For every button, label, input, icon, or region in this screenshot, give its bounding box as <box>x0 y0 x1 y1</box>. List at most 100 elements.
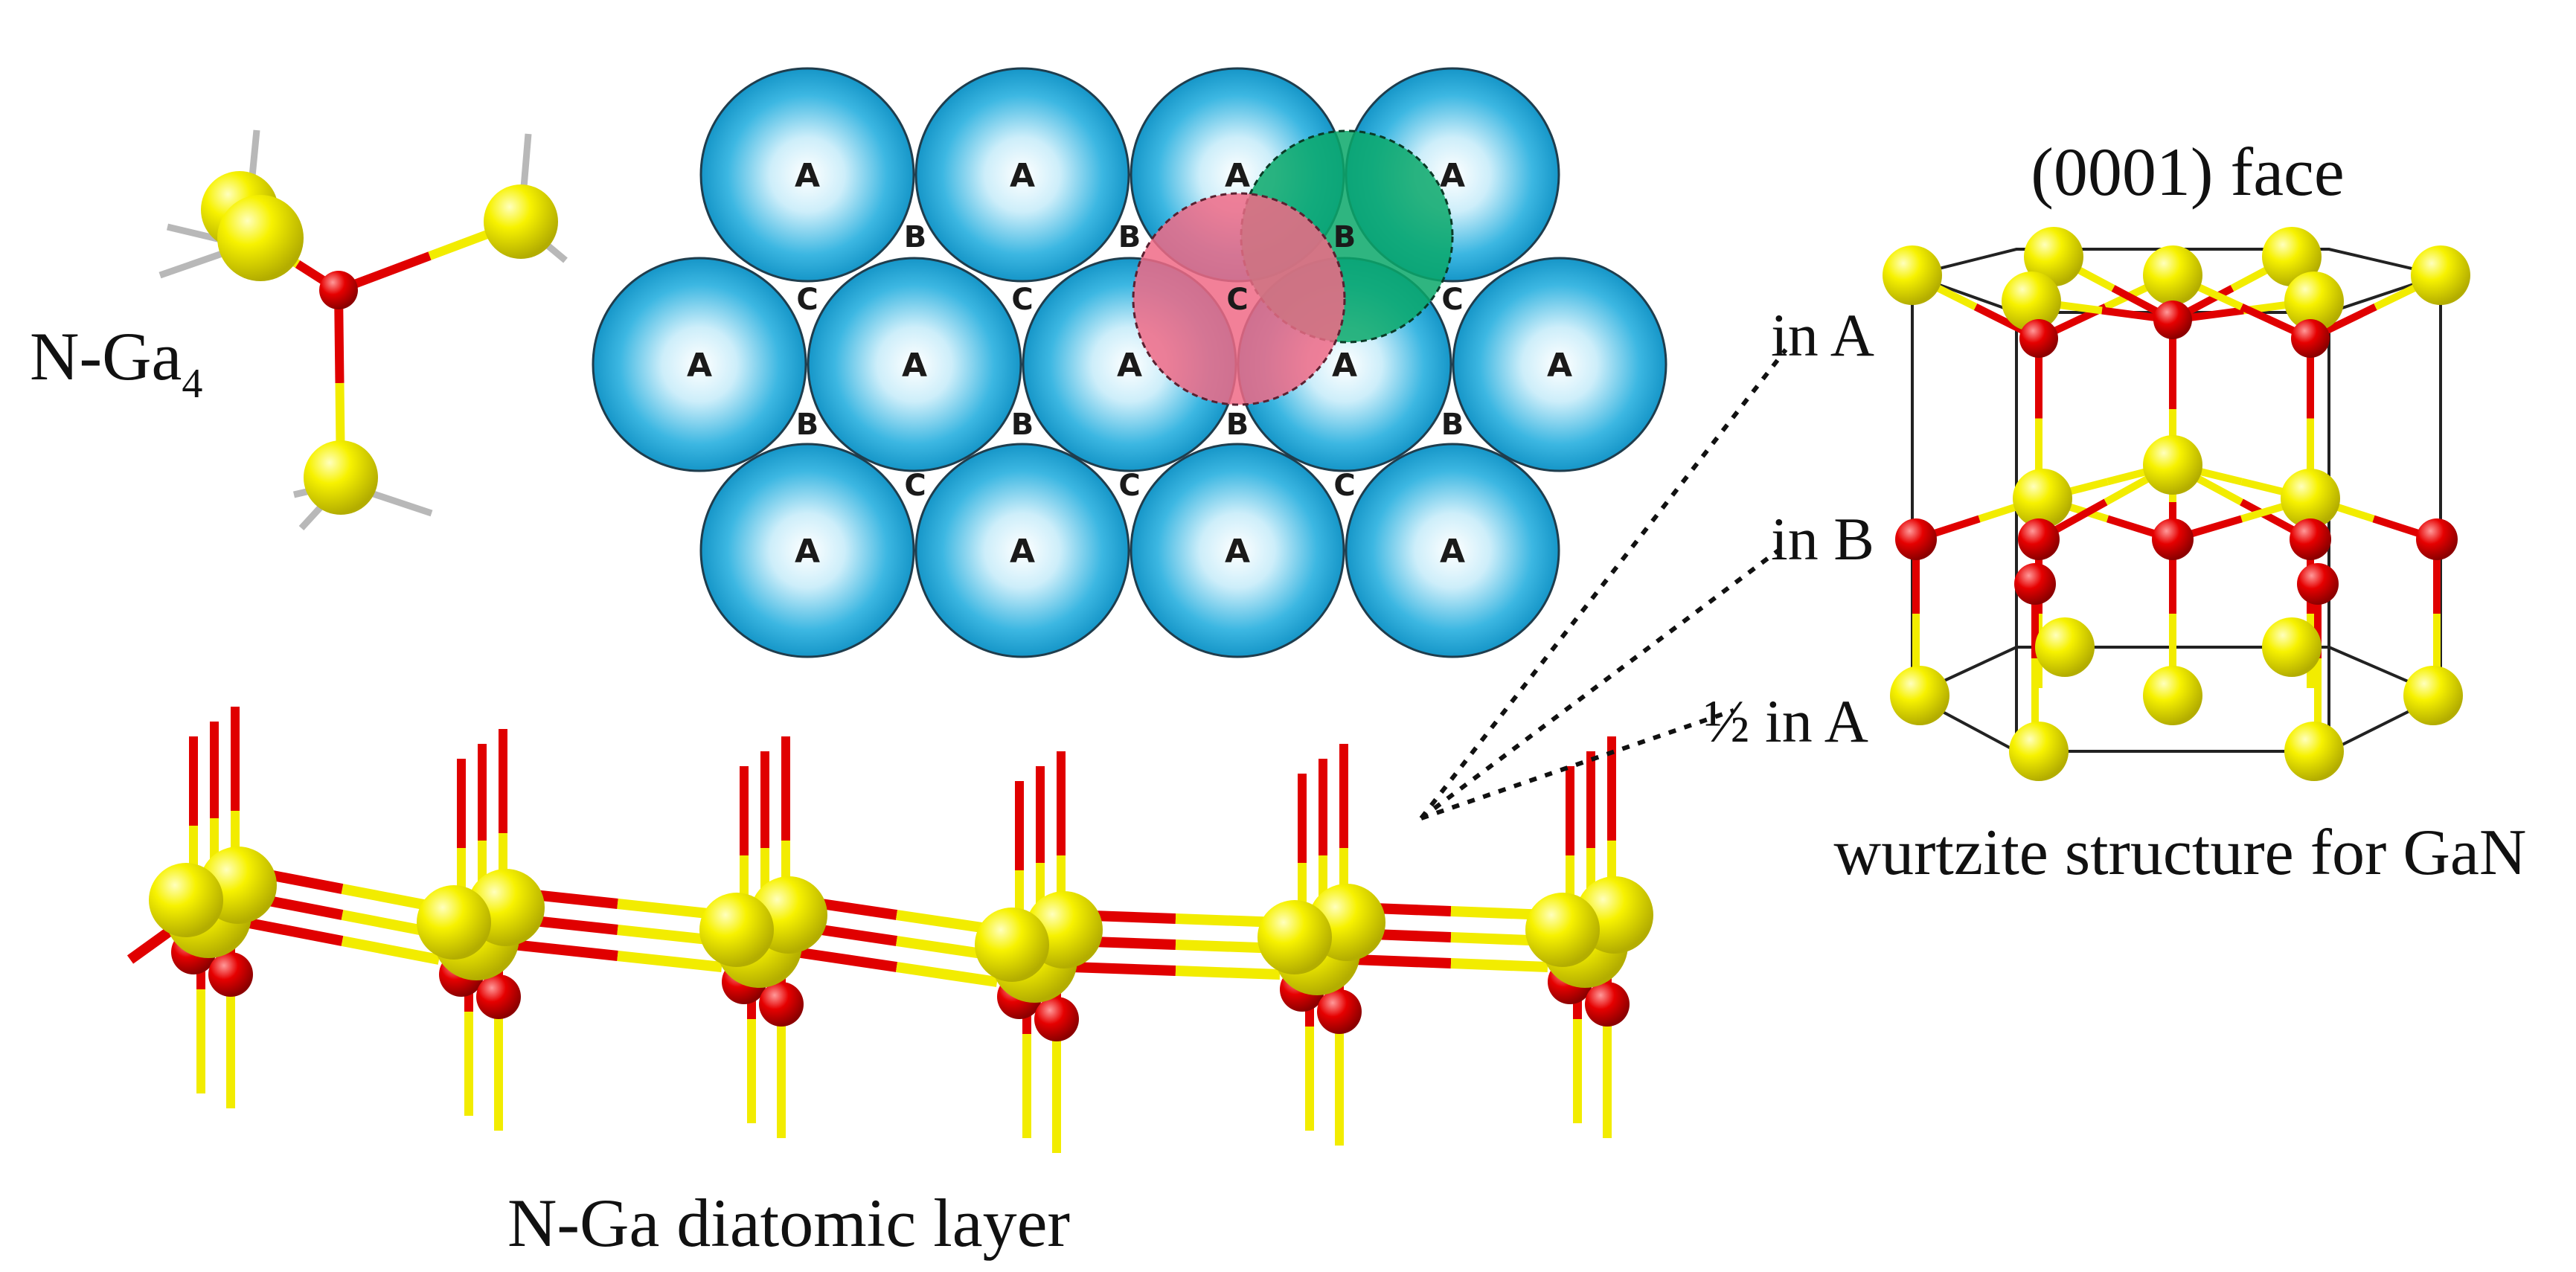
ga-atom <box>2411 245 2470 305</box>
n-atom <box>759 982 804 1027</box>
n-atom <box>1895 518 1937 560</box>
sphere-a-label: A <box>1440 157 1465 195</box>
sphere-a <box>1130 443 1345 658</box>
sphere-a-label: A <box>1547 347 1572 385</box>
sphere-a-label: A <box>1010 533 1035 571</box>
layer-bond <box>1175 966 1281 980</box>
sphere-a-label: A <box>795 157 820 195</box>
ga-atom <box>2403 666 2463 725</box>
in-a-label: in A <box>1771 301 1874 369</box>
ga-atom <box>2143 245 2202 305</box>
sphere-a-label: A <box>902 347 927 385</box>
ga-atom <box>417 885 491 960</box>
ga-atom <box>1883 245 1942 305</box>
ga-atom <box>2284 722 2344 781</box>
sphere-a <box>914 443 1130 658</box>
n-atom <box>2297 563 2339 605</box>
ga-atom <box>2281 469 2340 528</box>
layer-bond <box>617 951 723 972</box>
site-b-label: B <box>1118 220 1141 254</box>
n-atom <box>2291 319 2330 358</box>
ga-atom <box>1890 666 1949 725</box>
site-b-label: B <box>796 408 819 442</box>
ga-atom <box>2002 272 2061 331</box>
layer-bond <box>895 962 999 987</box>
leader-line-in-a <box>1419 348 1788 820</box>
site-b-label: B <box>1226 408 1249 442</box>
sphere-a-label: A <box>1440 533 1465 571</box>
site-c-label: C <box>1118 469 1140 503</box>
sphere-a <box>1452 257 1667 472</box>
n-ga4-tetrahedron <box>158 129 568 531</box>
n-atom <box>2014 563 2056 605</box>
site-b-label: B <box>1441 408 1464 442</box>
n-atom <box>319 271 358 309</box>
sphere-a-label: A <box>1225 533 1250 571</box>
structure-label: wurtzite structure for GaN <box>1834 817 2527 889</box>
ga-atom <box>304 440 378 515</box>
n-atom <box>208 952 253 997</box>
ga-atom <box>2009 722 2069 781</box>
sphere-a-label: A <box>687 347 712 385</box>
n-atom <box>1034 997 1079 1041</box>
layer-bond <box>1450 958 1548 972</box>
n-atom <box>2019 319 2058 358</box>
site-c-label: C <box>1333 469 1355 503</box>
site-c-label: C <box>1011 283 1033 317</box>
ga-n-diatomic-layer <box>126 707 1653 1153</box>
leader-line-half-in-a <box>1420 708 1734 820</box>
layer-bond <box>341 936 440 965</box>
face-label: (0001) face <box>2031 134 2344 210</box>
n-atom <box>2152 518 2194 560</box>
n-atom <box>1317 989 1362 1034</box>
layer-bond <box>513 939 618 961</box>
ga-atom <box>217 195 304 281</box>
n-atom <box>2153 301 2192 339</box>
ga-atom <box>484 184 558 259</box>
ga-atom <box>2013 469 2072 528</box>
layer-bond <box>1071 962 1176 976</box>
layer-bond <box>1353 954 1452 969</box>
sphere-a <box>592 257 807 472</box>
ga-atom <box>2262 227 2322 286</box>
sphere-a <box>699 443 915 658</box>
ga-atom <box>2143 435 2202 495</box>
layer-label: N-Ga diatomic layer <box>507 1185 1070 1261</box>
ga-atom <box>2262 617 2322 677</box>
sphere-a <box>914 67 1130 283</box>
leader-lines <box>1419 348 1788 820</box>
sphere-a-label: A <box>1117 347 1142 385</box>
ga-atom <box>2035 617 2095 677</box>
sphere-a-label: A <box>1010 157 1035 195</box>
site-c-label: C <box>1226 283 1248 317</box>
site-c-label: C <box>796 283 818 317</box>
site-b-label: B <box>904 220 927 254</box>
ga-atom <box>2024 227 2083 286</box>
ga-atom <box>1257 900 1332 974</box>
ga-atom <box>699 893 774 967</box>
layer-bond <box>244 917 344 946</box>
sphere-a-label: A <box>1332 347 1357 385</box>
sphere-a <box>1345 443 1560 658</box>
ga-atom <box>2143 666 2202 725</box>
ga-atom <box>1525 893 1600 967</box>
ga-atom <box>2284 272 2344 331</box>
sphere-a-label: A <box>795 533 820 571</box>
site-b-label: B <box>1333 220 1356 254</box>
in-b-label: in B <box>1771 505 1874 573</box>
site-b-label: B <box>1011 408 1034 442</box>
n-atom <box>476 974 521 1019</box>
wurtzite-unit-cell <box>1883 227 2470 781</box>
sphere-a-label: A <box>1225 157 1250 195</box>
sphere-a <box>807 257 1022 472</box>
n-atom <box>2416 518 2458 560</box>
tetrahedron-label: N-Ga4 <box>30 318 202 407</box>
n-atom <box>2018 518 2060 560</box>
ga-atom <box>975 908 1049 982</box>
site-c-label: C <box>904 469 926 503</box>
n-atom <box>1585 982 1630 1027</box>
half-in-a-label: ½ in A <box>1704 687 1868 755</box>
n-atom <box>2290 518 2331 560</box>
